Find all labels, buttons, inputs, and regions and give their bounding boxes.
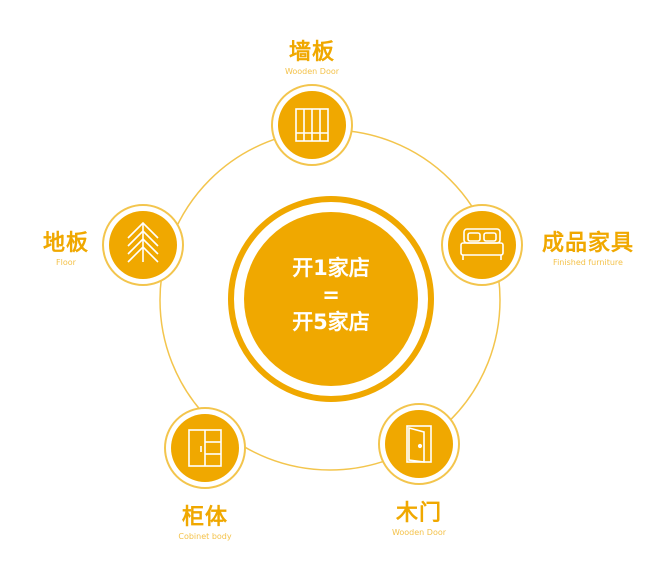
center-line-2: = bbox=[322, 283, 340, 307]
center-line-1: 开1家店 bbox=[292, 256, 370, 280]
center-text: 开1家店 = 开5家店 bbox=[246, 255, 416, 336]
label-floor-en: Floor bbox=[56, 258, 76, 267]
label-door-en: Wooden Door bbox=[391, 528, 447, 537]
center-line-3: 开5家店 bbox=[292, 310, 370, 334]
label-floor: 地板 Floor bbox=[28, 231, 104, 268]
label-door-zh: 木门 bbox=[395, 501, 442, 526]
label-wallboard-en: Wooden Door bbox=[284, 67, 340, 76]
label-door: 木门 Wooden Door bbox=[374, 501, 464, 538]
bed-icon bbox=[460, 228, 504, 260]
label-cabinet-en: Cobinet body bbox=[178, 532, 232, 541]
label-cabinet-zh: 柜体 bbox=[181, 505, 228, 530]
door-icon bbox=[406, 425, 432, 463]
node-wallboard bbox=[271, 84, 353, 166]
label-floor-zh: 地板 bbox=[42, 231, 89, 256]
herringbone-floor-icon bbox=[127, 221, 159, 263]
center-disc bbox=[244, 212, 418, 386]
node-floor bbox=[102, 204, 184, 286]
label-furniture-zh: 成品家具 bbox=[541, 231, 634, 256]
node-cabinet bbox=[164, 407, 246, 489]
wardrobe-panel-icon bbox=[295, 108, 329, 142]
node-door bbox=[378, 403, 460, 485]
node-furniture bbox=[441, 204, 523, 286]
label-wallboard-zh: 墙板 bbox=[288, 40, 335, 65]
label-wallboard: 墙板 Wooden Door bbox=[262, 40, 362, 77]
label-furniture-en: Finished furniture bbox=[553, 258, 623, 267]
cabinet-icon bbox=[188, 429, 222, 467]
label-cabinet: 柜体 Cobinet body bbox=[158, 505, 252, 542]
label-furniture: 成品家具 Finished furniture bbox=[528, 231, 648, 268]
